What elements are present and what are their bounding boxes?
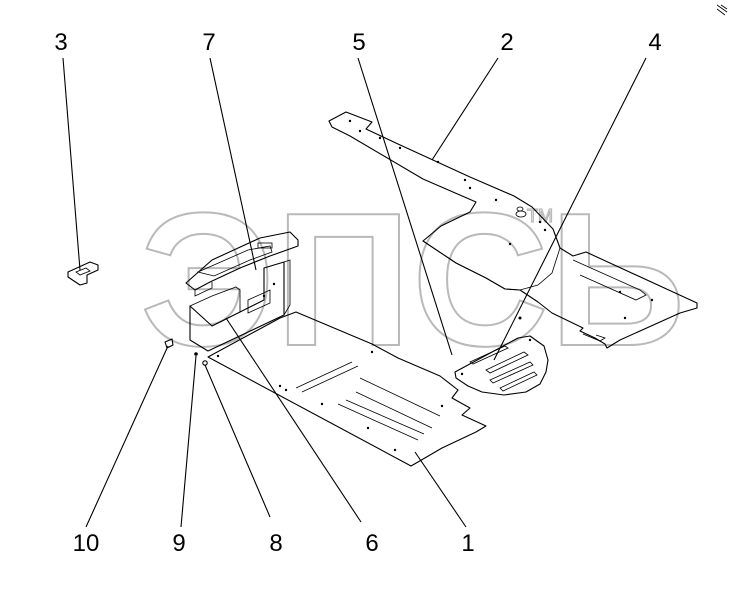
leader-lines [62, 57, 647, 528]
callout-1: 1 [461, 530, 474, 557]
leader-3 [62, 57, 81, 271]
callout-10: 10 [73, 530, 100, 557]
leader-1 [414, 451, 467, 528]
callout-2: 2 [500, 29, 513, 56]
leader-10 [85, 345, 169, 528]
callout-5: 5 [352, 29, 365, 56]
part-6-side-wall [189, 259, 291, 352]
leader-8 [204, 364, 271, 518]
leader-4 [493, 57, 647, 361]
part-2-floor-panel [328, 111, 698, 349]
leader-6 [225, 317, 362, 523]
part-4-hatch-plate [454, 316, 549, 396]
callout-labels: 1 2 3 4 5 6 7 8 9 10 [54, 29, 661, 557]
part-3-bracket [67, 261, 99, 286]
corner-mark-icon [716, 4, 728, 16]
fastener-9 [194, 352, 198, 356]
part-7-bracket [185, 231, 299, 297]
callout-4: 4 [648, 29, 661, 56]
part-1-floor-panel [207, 311, 487, 467]
callout-6: 6 [365, 530, 378, 557]
leader-2 [431, 57, 499, 161]
leader-9 [180, 355, 197, 528]
leader-7 [209, 57, 257, 271]
fastener-10 [164, 338, 174, 349]
callout-7: 7 [202, 29, 215, 56]
callout-8: 8 [269, 530, 282, 557]
callout-9: 9 [172, 530, 185, 557]
watermark-text: ЭПСЬ [140, 174, 686, 386]
watermark: ЭПСЬ TM [139, 173, 687, 387]
callout-3: 3 [54, 29, 67, 56]
leader-5 [357, 57, 453, 356]
